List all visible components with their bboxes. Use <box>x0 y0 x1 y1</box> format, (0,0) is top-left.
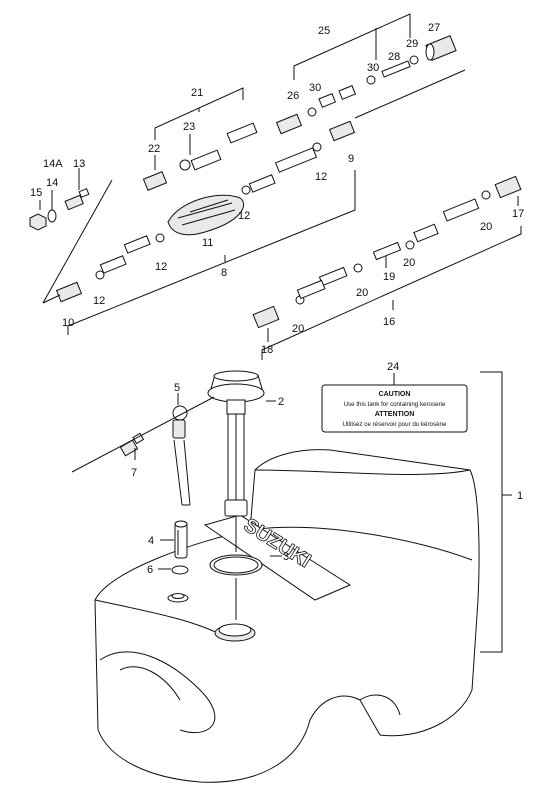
callout-17: 17 <box>512 208 524 220</box>
callout-1: 1 <box>517 490 523 502</box>
callout-12c: 12 <box>238 210 250 222</box>
callout-29: 29 <box>406 38 418 50</box>
vent-plug <box>174 520 188 559</box>
fuel-tank: SUZUKI <box>94 449 480 783</box>
callout-28: 28 <box>388 51 400 63</box>
callout-30a: 30 <box>367 62 379 74</box>
callout-8: 8 <box>221 267 227 279</box>
callout-7: 7 <box>131 467 137 479</box>
fuel-pickup-tube <box>172 405 191 506</box>
callout-21: 21 <box>191 87 203 99</box>
callout-22: 22 <box>148 143 160 155</box>
callout-3: 3 <box>283 551 289 563</box>
callout-4: 4 <box>148 535 154 547</box>
callout-9: 9 <box>348 153 354 165</box>
callout-27: 27 <box>428 22 440 34</box>
callout-20b: 20 <box>403 257 415 269</box>
callout-26: 26 <box>287 90 299 102</box>
callout-18: 18 <box>261 344 273 356</box>
callout-23: 23 <box>183 121 195 133</box>
callout-20c: 20 <box>356 287 368 299</box>
callout-16: 16 <box>383 316 395 328</box>
vent-line-assembly <box>275 35 457 135</box>
callout-10: 10 <box>62 317 74 329</box>
callout-6: 6 <box>147 564 153 576</box>
primer-bulb-assembly <box>55 120 356 303</box>
caution-text: Use this tank for containing kerosene <box>344 401 446 408</box>
callout-15: 15 <box>30 187 42 199</box>
callout-20a: 20 <box>480 221 492 233</box>
callout-5: 5 <box>174 382 180 394</box>
warning-label: CAUTION Use this tank for containing ker… <box>321 384 468 433</box>
callout-20d: 20 <box>292 323 304 335</box>
callout-12a: 12 <box>155 261 167 273</box>
callout-25: 25 <box>318 25 330 37</box>
callout-13: 13 <box>73 158 85 170</box>
callout-2: 2 <box>278 396 284 408</box>
callout-19: 19 <box>383 271 395 283</box>
callout-11: 11 <box>202 237 213 249</box>
callout-14: 14 <box>46 177 58 189</box>
callout-12b: 12 <box>93 295 105 307</box>
attention-text: Utilisez ce réservoir pour du kérosène <box>343 421 447 428</box>
leader-lines <box>39 13 522 653</box>
callout-14a: 14A <box>43 158 63 170</box>
connector-fittings <box>29 188 90 231</box>
fuel-line-assembly <box>252 175 522 329</box>
callout-numbers: 1 2 3 4 5 6 7 8 9 10 11 12 12 12 12 13 1… <box>30 22 524 576</box>
attention-title: ATTENTION <box>375 411 415 418</box>
brand-plate <box>203 514 352 601</box>
small-o-ring <box>171 565 189 575</box>
callout-24: 24 <box>387 361 399 373</box>
caution-title: CAUTION <box>379 391 411 398</box>
callout-12d: 12 <box>315 171 327 183</box>
gasket-o-ring <box>209 554 263 576</box>
callout-30b: 30 <box>309 82 321 94</box>
fuel-gauge <box>207 370 265 552</box>
